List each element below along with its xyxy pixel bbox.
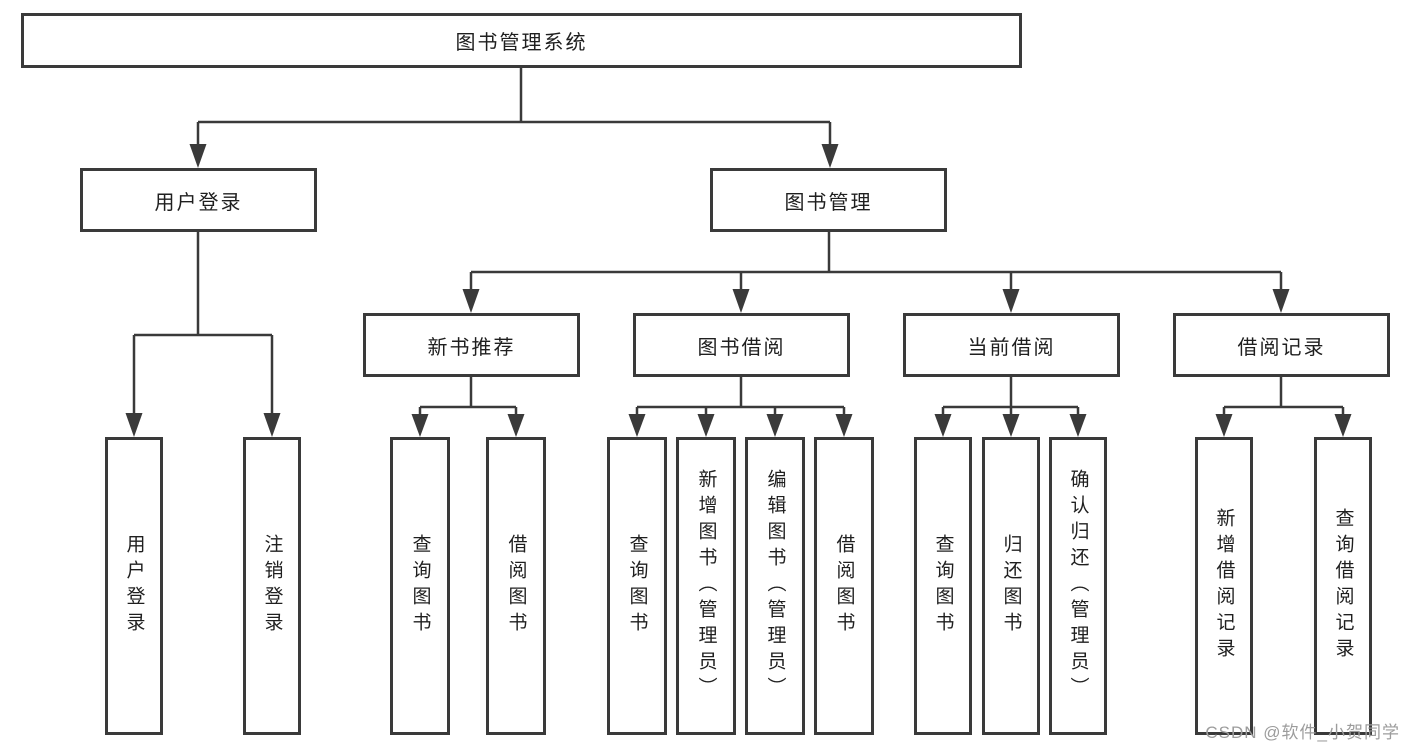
leaf-records-add-record-label: 新增借阅记录 [1213, 508, 1235, 664]
node-new-book-recommend: 新书推荐 [363, 313, 580, 377]
leaf-current-return-books: 归还图书 [982, 437, 1040, 735]
node-new-book-recommend-label: 新书推荐 [427, 336, 516, 359]
leaf-current-confirm-return-admin: 确认归还（管理员） [1049, 437, 1107, 735]
node-book-borrow: 图书借阅 [633, 313, 850, 377]
csdn-watermark: CSDN @软件_小贺同学 [1205, 723, 1400, 742]
node-root: 图书管理系统 [21, 13, 1022, 68]
leaf-borrow-add-books-admin-label: 新增图书（管理员） [695, 469, 717, 703]
leaf-records-query-record-label: 查询借阅记录 [1332, 508, 1354, 664]
leaf-borrow-edit-books-admin: 编辑图书（管理员） [745, 437, 805, 735]
leaf-current-query-books: 查询图书 [914, 437, 972, 735]
node-book-management: 图书管理 [710, 168, 947, 232]
leaf-newbook-query-books: 查询图书 [390, 437, 450, 735]
node-user-login: 用户登录 [80, 168, 317, 232]
node-root-label: 图书管理系统 [455, 32, 588, 54]
node-borrow-records: 借阅记录 [1173, 313, 1390, 377]
node-borrow-records-label: 借阅记录 [1237, 336, 1326, 359]
leaf-borrow-borrow-books-label: 借阅图书 [833, 534, 855, 638]
leaf-logout-label: 注销登录 [261, 534, 283, 638]
leaf-borrow-edit-books-admin-label: 编辑图书（管理员） [764, 469, 786, 703]
leaf-borrow-query-books: 查询图书 [607, 437, 667, 735]
node-current-borrow-label: 当前借阅 [967, 336, 1056, 359]
leaf-logout: 注销登录 [243, 437, 301, 735]
leaf-current-query-books-label: 查询图书 [932, 534, 954, 638]
leaf-current-return-books-label: 归还图书 [1000, 534, 1022, 638]
leaf-records-query-record: 查询借阅记录 [1314, 437, 1372, 735]
leaf-borrow-add-books-admin: 新增图书（管理员） [676, 437, 736, 735]
leaf-user-login-label: 用户登录 [123, 534, 145, 638]
node-user-login-label: 用户登录 [154, 191, 243, 214]
leaf-newbook-borrow-books-label: 借阅图书 [505, 534, 527, 638]
leaf-records-add-record: 新增借阅记录 [1195, 437, 1253, 735]
leaf-borrow-borrow-books: 借阅图书 [814, 437, 874, 735]
node-book-management-label: 图书管理 [784, 191, 873, 214]
node-book-borrow-label: 图书借阅 [697, 336, 786, 359]
leaf-current-confirm-return-admin-label: 确认归还（管理员） [1067, 469, 1089, 703]
leaf-newbook-query-books-label: 查询图书 [409, 534, 431, 638]
leaf-newbook-borrow-books: 借阅图书 [486, 437, 546, 735]
leaf-user-login: 用户登录 [105, 437, 163, 735]
leaf-borrow-query-books-label: 查询图书 [626, 534, 648, 638]
node-current-borrow: 当前借阅 [903, 313, 1120, 377]
